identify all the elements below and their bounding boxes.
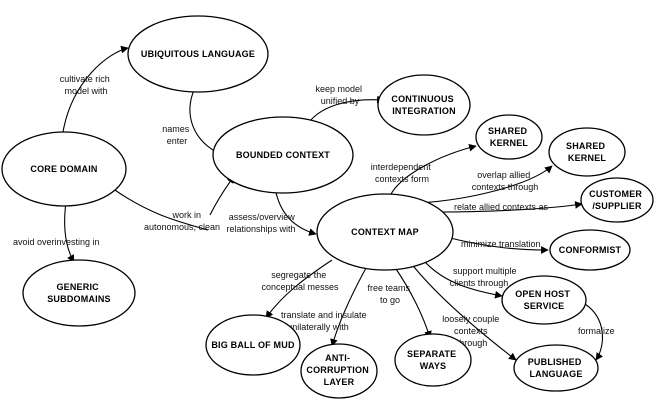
svg-text:SHARED KERNEL: SHARED KERNEL: [566, 141, 608, 163]
node-shared-kernel-2[interactable]: SHARED KERNEL: [548, 127, 626, 177]
label-segregate: segregate the conceptual messes: [261, 270, 339, 292]
label-formalize: formalize: [578, 326, 615, 336]
node-continuous-integration[interactable]: CONTINUOUS INTEGRATION: [377, 74, 471, 136]
node-customer-supplier[interactable]: CUSTOMER /SUPPLIER: [580, 177, 654, 223]
label-interdependent: interdependent contexts form: [371, 162, 434, 184]
label-avoid: avoid overinvesting in: [13, 237, 100, 247]
svg-text:UBIQUITOUS LANGUAGE: UBIQUITOUS LANGUAGE: [141, 49, 255, 59]
label-support: support multiple clients through: [450, 266, 519, 288]
node-context-map[interactable]: CONTEXT MAP: [316, 193, 454, 271]
nodes: UBIQUITOUS LANGUAGE CONTINUOUS INTEGRATI…: [1, 15, 654, 399]
edge-labels: cultivate rich model with names enter ke…: [13, 74, 615, 348]
svg-text:CONTEXT MAP: CONTEXT MAP: [351, 227, 419, 237]
svg-text:CONFORMIST: CONFORMIST: [559, 245, 622, 255]
label-keep-unified: keep model unified by: [315, 84, 364, 106]
svg-text:CUSTOMER /SUPPLIER: CUSTOMER /SUPPLIER: [589, 189, 645, 211]
svg-text:CONTINUOUS INTEGRATION: CONTINUOUS INTEGRATION: [391, 94, 456, 116]
node-bounded-context[interactable]: BOUNDED CONTEXT: [212, 116, 354, 194]
svg-text:GENERIC SUBDOMAINS: GENERIC SUBDOMAINS: [47, 282, 111, 304]
svg-text:SHARED KERNEL: SHARED KERNEL: [488, 126, 530, 148]
edge-map-to-sk1: [389, 143, 477, 197]
edge-map-to-sk2: [417, 165, 553, 204]
label-free-teams: free teams to go: [367, 283, 412, 305]
node-open-host-service[interactable]: OPEN HOST SERVICE: [501, 275, 587, 325]
node-ubiquitous-language[interactable]: UBIQUITOUS LANGUAGE: [127, 15, 269, 93]
label-loosely: loosely couple contexts through: [442, 314, 502, 348]
edge-map-to-separate: [393, 265, 432, 339]
label-assess: assess/overview relationships with: [226, 212, 297, 234]
edge-core-to-map: [111, 187, 209, 231]
node-generic-subdomains[interactable]: GENERIC SUBDOMAINS: [22, 259, 136, 327]
node-published-language[interactable]: PUBLISHED LANGUAGE: [513, 344, 599, 392]
node-big-ball-of-mud[interactable]: BIG BALL OF MUD: [205, 314, 301, 376]
node-conformist[interactable]: CONFORMIST: [549, 229, 631, 271]
node-separate-ways[interactable]: SEPARATE WAYS: [394, 333, 472, 387]
svg-text:BIG BALL OF MUD: BIG BALL OF MUD: [211, 340, 295, 350]
svg-text:ANTI- CORRUPTION: ANTI- CORRUPTION LAYER: [306, 353, 371, 387]
label-work-in: work in autonomous, clean: [144, 210, 220, 232]
edge-map-to-bbom: [265, 259, 333, 319]
node-core-domain[interactable]: CORE DOMAIN: [1, 131, 127, 207]
edge-map-to-ohs: [419, 255, 503, 299]
node-anticorruption-layer[interactable]: ANTI- CORRUPTION LAYER: [300, 343, 378, 399]
label-minimize: minimize translation: [461, 239, 541, 249]
svg-text:CORE DOMAIN: CORE DOMAIN: [30, 164, 97, 174]
edge-core-to-bounded: [209, 175, 235, 216]
edge-map-to-published: [409, 261, 517, 361]
label-relate: relate allied contexts as: [454, 202, 549, 212]
svg-text:OPEN HOST SERVICE: OPEN HOST SERVICE: [515, 289, 573, 311]
edge-map-to-acl: [330, 267, 367, 347]
edge-map-to-customer: [437, 201, 583, 213]
label-overlap: overlap allied contexts through: [472, 170, 539, 192]
edge-core-to-ubiquitous: [61, 45, 129, 139]
edge-bounded-to-map: [274, 187, 317, 236]
svg-text:PUBLISHED LANGUAGE: PUBLISHED LANGUAGE: [528, 357, 585, 379]
label-names-enter: names enter: [162, 124, 192, 146]
node-shared-kernel-1[interactable]: SHARED KERNEL: [475, 114, 543, 160]
svg-text:BOUNDED CONTEXT: BOUNDED CONTEXT: [236, 150, 330, 160]
label-cultivate: cultivate rich model with: [60, 74, 113, 96]
label-translate: translate and insulate unilaterally with: [281, 310, 369, 332]
svg-text:SEPARATE WAYS: SEPARATE WAYS: [407, 349, 459, 371]
edge-map-to-conformist: [445, 236, 549, 254]
edge-ohs-to-published: [584, 303, 604, 361]
